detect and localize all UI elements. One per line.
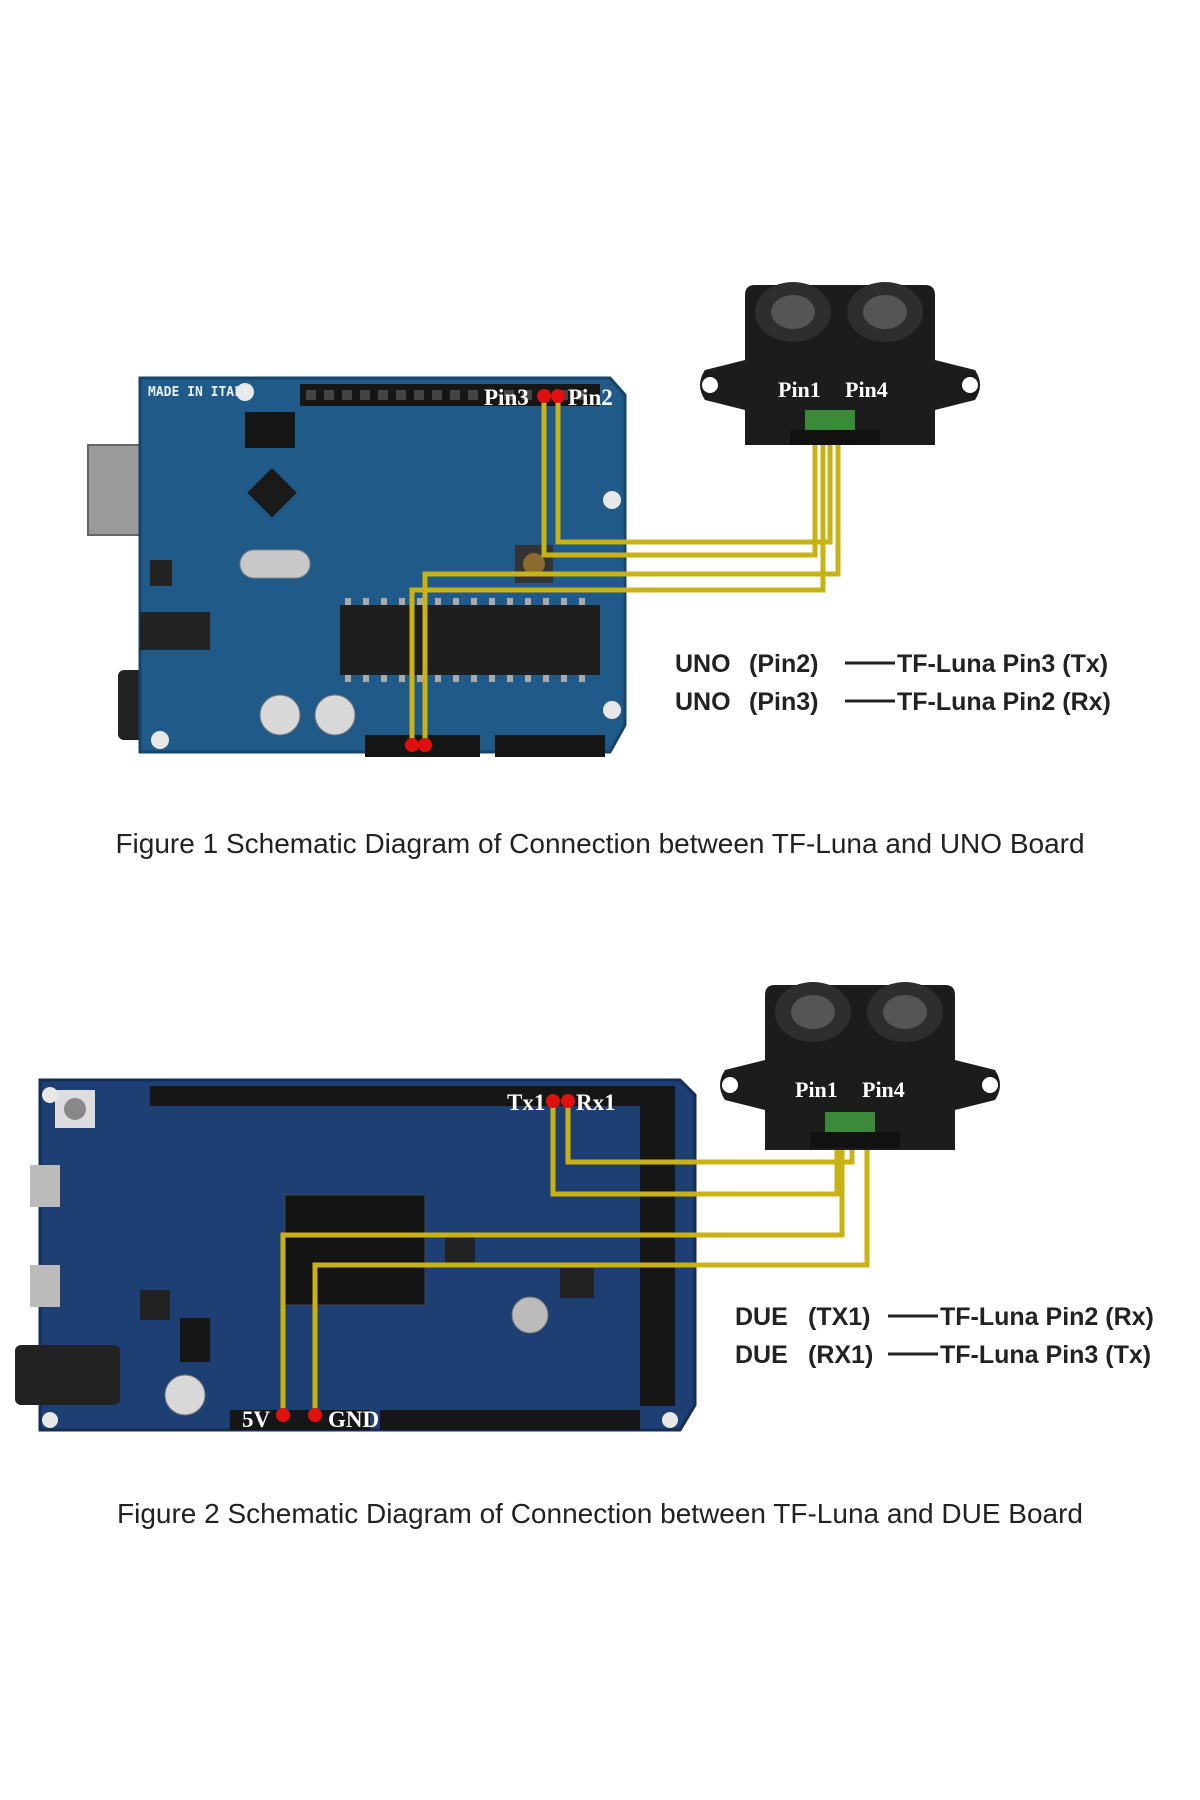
uno-small-chip bbox=[247, 467, 297, 518]
due-right-header bbox=[640, 1086, 675, 1406]
figure2: Tx1 Rx1 5V GND Pin1 Pin4 DUE (TX1) TF-Lu… bbox=[15, 982, 1154, 1432]
wire-uno-pin2 bbox=[555, 395, 833, 545]
sensor-connector bbox=[805, 410, 855, 430]
uno-gnd-dot bbox=[418, 738, 432, 752]
legend-row-1-pin: (Pin2) bbox=[749, 650, 818, 678]
due-mount-hole bbox=[42, 1412, 58, 1428]
due-mount-hole bbox=[662, 1412, 678, 1428]
uno-reset-button-cap bbox=[523, 553, 545, 575]
sensor-ear-hole bbox=[702, 377, 718, 393]
due-usb-port bbox=[30, 1165, 60, 1207]
uno-mount-hole bbox=[236, 383, 254, 401]
uno-wires bbox=[409, 395, 841, 745]
legend-row-2-target: TF-Luna Pin2 (Rx) bbox=[897, 688, 1111, 716]
uno-pin2-label: Pin2 bbox=[568, 385, 613, 410]
uno-icsp-header bbox=[245, 412, 295, 448]
due-mount-hole bbox=[42, 1087, 58, 1103]
uno-pin2-dot bbox=[551, 389, 565, 403]
uno-mount-hole bbox=[603, 491, 621, 509]
due-power-header bbox=[230, 1410, 370, 1430]
legend-row-2-board: UNO bbox=[675, 688, 731, 716]
sensor2-pin4-label: Pin4 bbox=[862, 1077, 905, 1102]
figure2-caption: Figure 2 Schematic Diagram of Connection… bbox=[117, 1498, 1083, 1529]
due-usb-port bbox=[30, 1265, 60, 1307]
legend2-row-2-target: TF-Luna Pin3 (Tx) bbox=[940, 1341, 1151, 1369]
wire-due-tx1 bbox=[550, 1100, 840, 1197]
legend2-row-1-board: DUE bbox=[735, 1303, 788, 1331]
sensor-connector bbox=[825, 1112, 875, 1132]
tf-luna-sensor-1: Pin1 Pin4 bbox=[700, 282, 980, 445]
due-rx1-label: Rx1 bbox=[576, 1090, 616, 1115]
uno-pin3-dot bbox=[537, 389, 551, 403]
uno-small-chip bbox=[150, 560, 172, 586]
due-gnd-label: GND bbox=[328, 1407, 379, 1432]
uno-atmega-chip bbox=[340, 605, 600, 675]
legend2-row-2-board: DUE bbox=[735, 1341, 788, 1369]
legend-row-1-target: TF-Luna Pin3 (Tx) bbox=[897, 650, 1108, 678]
uno-mount-hole bbox=[151, 731, 169, 749]
sensor2-pin1-label: Pin1 bbox=[795, 1077, 838, 1102]
due-sam3x-chip bbox=[284, 1194, 426, 1306]
due-digital-header bbox=[150, 1086, 650, 1106]
figure1-caption: Figure 1 Schematic Diagram of Connection… bbox=[115, 828, 1085, 859]
due-tx1-label: Tx1 bbox=[507, 1090, 545, 1115]
uno-chip-legs bbox=[345, 598, 585, 682]
uno-mount-hole bbox=[603, 701, 621, 719]
wire-due-5v bbox=[280, 1112, 845, 1415]
uno-crystal bbox=[239, 549, 311, 579]
legend-row-2-pin: (Pin3) bbox=[749, 688, 818, 716]
uno-5v-dot bbox=[405, 738, 419, 752]
sensor-ear-hole bbox=[982, 1077, 998, 1093]
due-tx1-dot bbox=[546, 1094, 560, 1108]
due-5v-label: 5V bbox=[242, 1407, 271, 1432]
legend2-row-2-pin: (RX1) bbox=[808, 1341, 873, 1369]
wire-due-gnd bbox=[312, 1112, 870, 1415]
figure1: MADE IN ITALY bbox=[87, 282, 1111, 757]
due-power-jack bbox=[15, 1345, 120, 1405]
uno-pin3-label: Pin3 bbox=[484, 385, 529, 410]
wire-uno-5v bbox=[422, 408, 841, 745]
due-5v-dot bbox=[276, 1408, 290, 1422]
sensor-ear-hole bbox=[722, 1077, 738, 1093]
due-capacitor bbox=[164, 1374, 206, 1416]
due-gnd-dot bbox=[308, 1408, 322, 1422]
due-legend: DUE (TX1) TF-Luna Pin2 (Rx) DUE (RX1) TF… bbox=[735, 1303, 1154, 1369]
uno-capacitor bbox=[314, 694, 356, 736]
sensor-ear-hole bbox=[962, 377, 978, 393]
uno-analog-header bbox=[495, 735, 605, 757]
due-rx1-dot bbox=[561, 1094, 575, 1108]
uno-legend: UNO (Pin2) TF-Luna Pin3 (Tx) UNO (Pin3) … bbox=[675, 650, 1111, 716]
wire-uno-pin3 bbox=[541, 395, 818, 558]
sensor1-pin4-label: Pin4 bbox=[845, 377, 888, 402]
due-analog-header bbox=[380, 1410, 640, 1430]
due-small-chip bbox=[140, 1290, 170, 1320]
legend2-row-1-pin: (TX1) bbox=[808, 1303, 871, 1331]
due-capacitor bbox=[511, 1296, 549, 1334]
uno-capacitor bbox=[259, 694, 301, 736]
made-in-italy-label: MADE IN ITALY bbox=[148, 385, 250, 400]
sensor1-pin1-label: Pin1 bbox=[778, 377, 821, 402]
uno-voltage-regulator bbox=[140, 612, 210, 650]
legend-row-1-board: UNO bbox=[675, 650, 731, 678]
legend2-row-1-target: TF-Luna Pin2 (Rx) bbox=[940, 1303, 1154, 1331]
tf-luna-sensor-2: Pin1 Pin4 bbox=[720, 982, 1000, 1150]
wire-uno-gnd bbox=[409, 408, 826, 745]
due-small-chip bbox=[445, 1235, 475, 1265]
due-icsp-header bbox=[180, 1318, 210, 1362]
due-small-chip bbox=[560, 1268, 594, 1298]
